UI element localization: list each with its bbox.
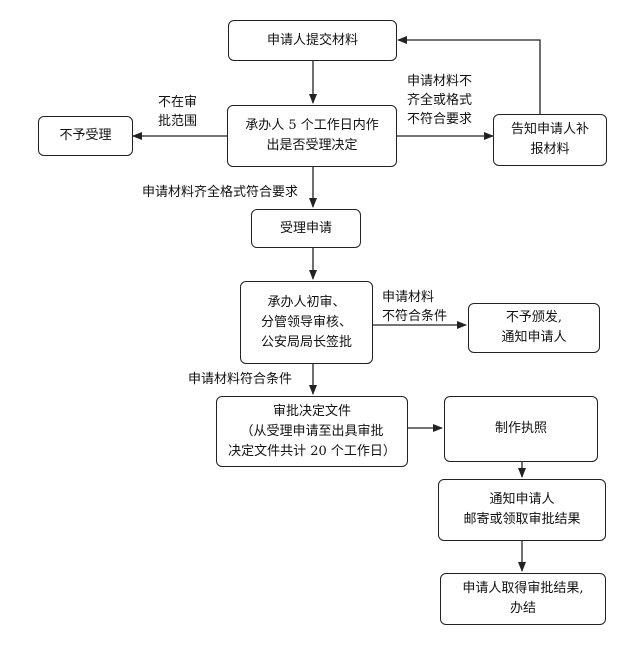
- text-line: 报材料: [530, 142, 570, 157]
- node-approval-document: 审批决定文件 （从受理申请至出具审批决定文件共计 20 个工作日）: [216, 396, 408, 467]
- text-line: 分管领导审核、: [260, 314, 352, 330]
- label-not-in-scope: 不在审批范围: [158, 93, 197, 131]
- text-line: 申请人取得审批结果,: [462, 581, 584, 596]
- node-not-accepted: 不予受理: [38, 116, 133, 156]
- text-line: 通知申请人: [501, 330, 567, 345]
- label-materials-incomplete: 申请材料不齐全或格式不符合要求: [407, 72, 472, 129]
- label-not-meet-conditions: 申请材料不符合条件: [382, 288, 447, 326]
- text-line: 申请人提交材料: [266, 32, 358, 48]
- node-accept-application: 受理申请: [251, 209, 361, 248]
- text-line: 公安局局长签批: [260, 334, 352, 350]
- text-line: 决定文件共计 20 个工作日）: [228, 443, 396, 459]
- text-line: 申请材料齐全格式符合要求: [142, 185, 299, 200]
- text-line: 通知申请人: [489, 492, 555, 507]
- text-line: 不在审: [158, 95, 198, 110]
- text-line: 告知申请人补: [510, 122, 589, 137]
- text-line: （从受理申请至出具审批: [240, 423, 384, 439]
- text-line: 办结: [509, 601, 536, 616]
- label-meet-conditions: 申请材料符合条件: [188, 370, 292, 389]
- node-acceptance-decision: 承办人 5 个工作日内作出是否受理决定: [227, 105, 397, 167]
- node-make-license: 制作执照: [444, 396, 598, 462]
- text-line: 不符合条件: [382, 309, 448, 324]
- text-line: 不予颁发,: [505, 310, 563, 325]
- text-line: 审批决定文件: [272, 403, 351, 419]
- text-line: 承办人初审、: [267, 294, 346, 310]
- text-line: 受理申请: [279, 220, 332, 236]
- text-line: 不符合要求: [407, 112, 473, 127]
- text-line: 申请材料符合条件: [188, 372, 293, 387]
- node-notify-supplement: 告知申请人补报材料: [493, 114, 607, 166]
- node-not-issued: 不予颁发, 通知申请人: [468, 303, 600, 353]
- text-line: 制作执照: [494, 421, 547, 436]
- text-line: 承办人 5 个工作日内作: [245, 118, 379, 133]
- node-review-approval: 承办人初审、分管领导审核、公安局局长签批: [240, 281, 373, 364]
- text-line: 邮寄或领取审批结果: [463, 512, 581, 527]
- text-line: 申请材料: [382, 290, 435, 305]
- node-submit-materials: 申请人提交材料: [228, 20, 397, 61]
- text-line: 批范围: [158, 114, 198, 129]
- text-line: 齐全或格式: [407, 93, 473, 108]
- node-notify-applicant: 通知申请人邮寄或领取审批结果: [438, 479, 606, 541]
- label-materials-complete: 申请材料齐全格式符合要求: [142, 183, 298, 202]
- text-line: 出是否受理决定: [266, 138, 358, 153]
- text-line: 申请材料不: [407, 74, 473, 89]
- node-obtain-result: 申请人取得审批结果, 办结: [440, 573, 606, 625]
- arrow-notify-supplement-to-submit: [397, 36, 541, 114]
- text-line: 不予受理: [59, 128, 112, 143]
